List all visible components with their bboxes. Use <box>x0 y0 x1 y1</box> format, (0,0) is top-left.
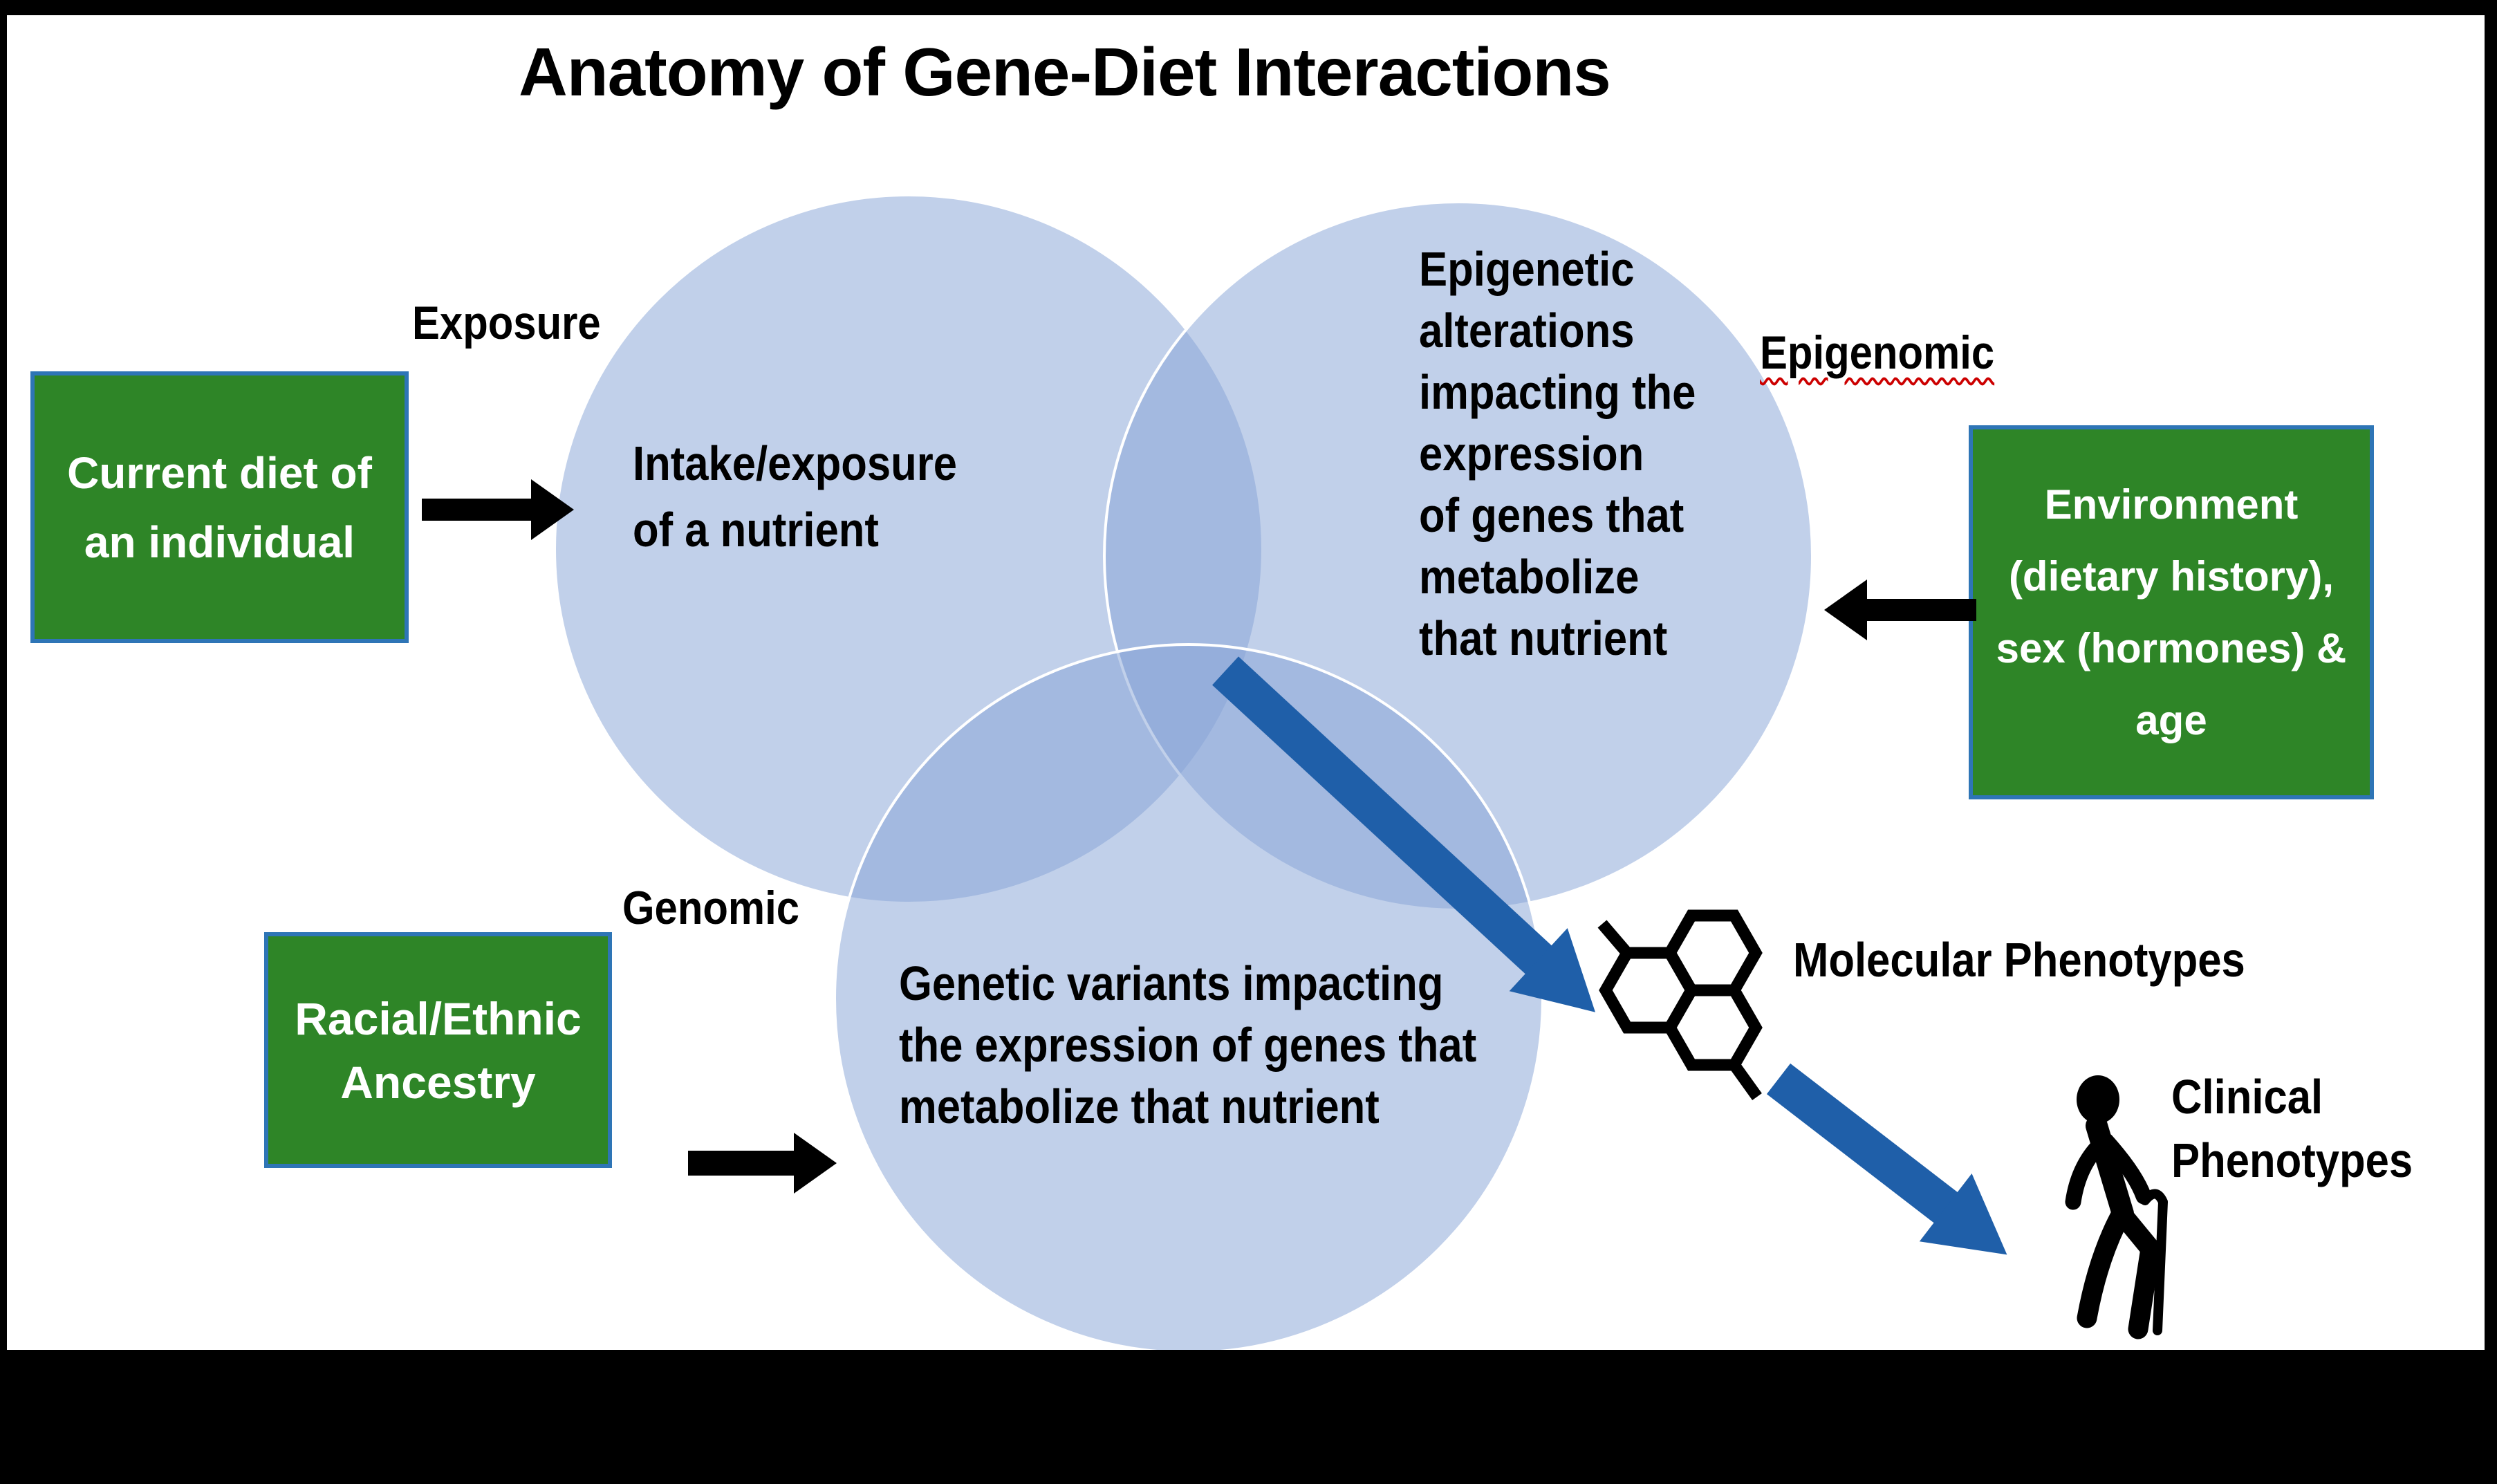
genomic-label: Genomic <box>622 882 800 934</box>
current-diet-box: Current diet of an individual <box>30 371 409 643</box>
molecular-phenotypes-label: Molecular Phenotypes <box>1793 933 2245 987</box>
clinical-phenotypes-label: Clinical Phenotypes <box>2171 1070 2413 1187</box>
current-diet-box-label: Current diet of an individual <box>67 447 372 567</box>
venn-text-epigenetic: Epigenetic alterations impacting the exp… <box>1419 242 1696 665</box>
venn-text-intake: Intake/exposure of a nutrient <box>633 436 958 557</box>
environment-box: Environment (dietary history), sex (horm… <box>1969 425 2374 799</box>
person-with-cane-icon <box>2065 1075 2168 1339</box>
exposure-label: Exposure <box>412 297 601 349</box>
slide-background: Anatomy of Gene-Diet Interactions Intake… <box>7 15 2485 1350</box>
environment-box-label: Environment (dietary history), sex (horm… <box>1996 481 2347 743</box>
epigenomic-label: Epigenomic <box>1760 326 1995 379</box>
page-title: Anatomy of Gene-Diet Interactions <box>519 34 1611 110</box>
ancestry-box-label: Racial/Ethnic Ancestry <box>295 992 582 1108</box>
ancestry-box: Racial/Ethnic Ancestry <box>264 932 612 1168</box>
molecule-icon <box>1597 909 1763 1100</box>
venn-text-genetic-variants: Genetic variants impacting the expressio… <box>899 956 1477 1133</box>
venn-circle-genomic <box>833 643 1544 1350</box>
